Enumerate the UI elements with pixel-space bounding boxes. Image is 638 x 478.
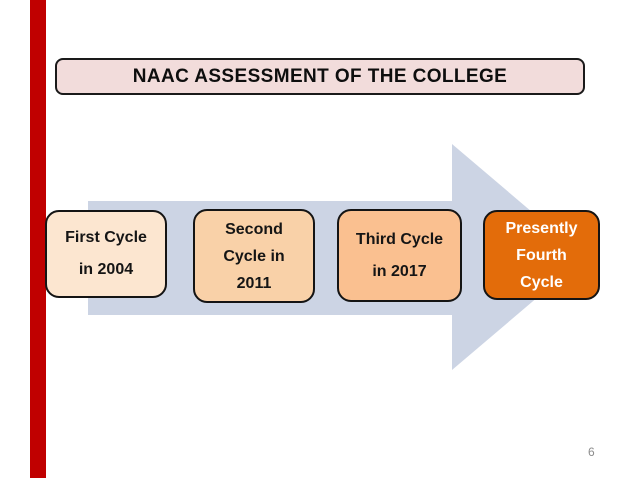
slide-title-box: NAAC ASSESSMENT OF THE COLLEGE <box>55 58 585 95</box>
box-line: 2011 <box>236 274 272 292</box>
box-line: Fourth <box>516 246 567 264</box>
box-line: Presently <box>505 219 578 237</box>
left-accent-strip <box>30 0 46 478</box>
slide-title: NAAC ASSESSMENT OF THE COLLEGE <box>132 65 508 87</box>
timeline-box-first-cycle: First Cycle in 2004 <box>45 210 167 298</box>
page-number: 6 <box>588 445 595 459</box>
timeline-box-fourth-cycle: Presently Fourth Cycle <box>483 210 600 300</box>
box-line: in 2004 <box>78 261 134 278</box>
timeline-box-third-cycle: Third Cycle in 2017 <box>337 209 462 302</box>
box-line: Second <box>225 220 283 238</box>
box-line: Cycle in <box>223 247 285 265</box>
timeline-box-second-cycle: Second Cycle in 2011 <box>193 209 315 303</box>
box-line: Cycle <box>520 273 563 291</box>
box-line: First Cycle <box>65 229 147 246</box>
box-line: in 2017 <box>372 262 427 280</box>
box-line: Third Cycle <box>355 230 444 248</box>
